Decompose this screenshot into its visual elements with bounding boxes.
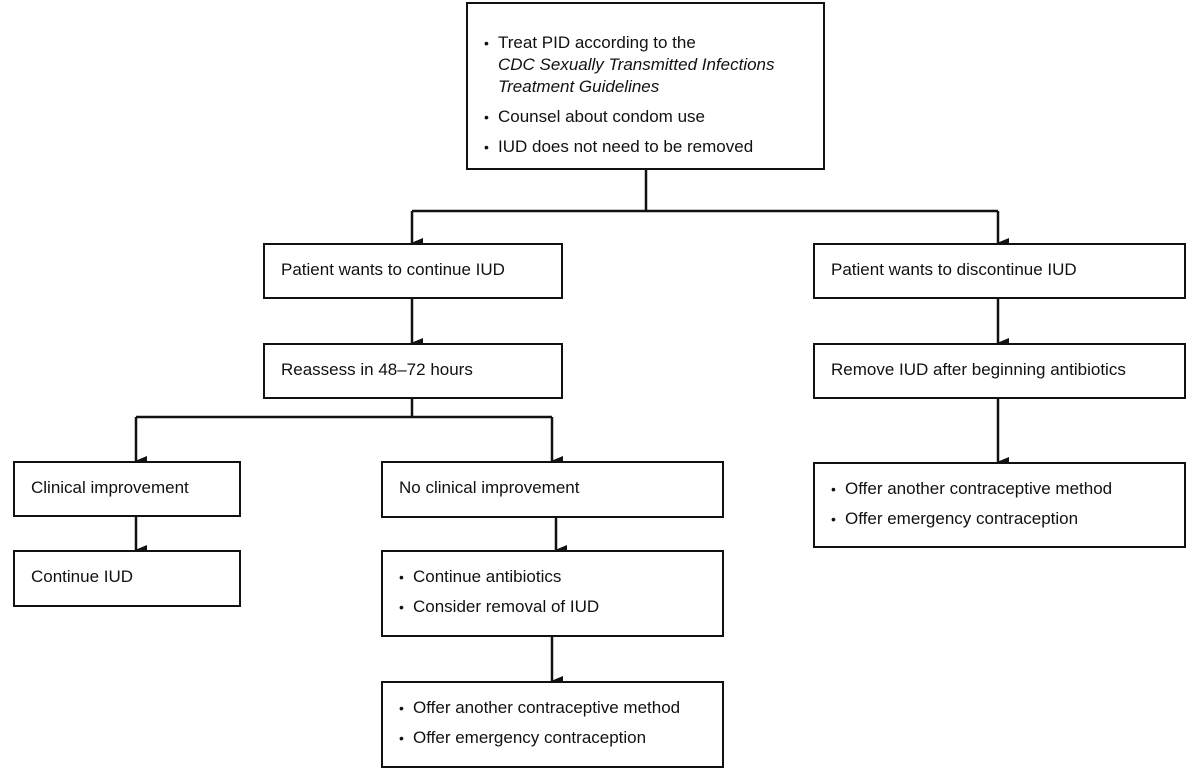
treatment-item-text: IUD does not need to be removed (498, 137, 754, 156)
offer-item-text: Offer emergency contraception (413, 728, 647, 747)
clinical-improvement-label: Clinical improvement (31, 478, 189, 497)
bullet-icon: • (484, 139, 489, 155)
right-offer-list: • Offer another contraceptive method • O… (831, 478, 1112, 538)
treatment-item-text: Counsel about condom use (498, 107, 705, 126)
offer-item: • Offer another contraceptive method (399, 697, 680, 719)
right-offer-box: • Offer another contraceptive method • O… (813, 462, 1186, 548)
remove-iud-label: Remove IUD after beginning antibiotics (831, 360, 1126, 379)
no-improvement-actions-box: • Continue antibiotics • Consider remova… (381, 550, 724, 637)
reassess-box: Reassess in 48–72 hours (263, 343, 563, 399)
bullet-icon: • (484, 109, 489, 125)
discontinue-iud-decision-label: Patient wants to discontinue IUD (831, 260, 1077, 279)
left-offer-box: • Offer another contraceptive method • O… (381, 681, 724, 768)
guidelines-title-line-2: Treatment Guidelines (498, 77, 660, 96)
treatment-item: • Counsel about condom use (484, 106, 775, 128)
no-clinical-improvement-box: No clinical improvement (381, 461, 724, 518)
offer-item: • Offer emergency contraception (399, 727, 680, 749)
no-improvement-actions-list: • Continue antibiotics • Consider remova… (399, 566, 599, 626)
bullet-icon: • (399, 730, 404, 746)
bullet-icon: • (831, 481, 836, 497)
bullet-icon: • (399, 569, 404, 585)
continue-iud-decision-box: Patient wants to continue IUD (263, 243, 563, 299)
offer-item: • Offer another contraceptive method (831, 478, 1112, 500)
bullet-icon: • (399, 599, 404, 615)
offer-item-text: Offer another contraceptive method (413, 698, 681, 717)
offer-item: • Offer emergency contraception (831, 508, 1112, 530)
offer-item-text: Offer emergency contraception (845, 509, 1079, 528)
treatment-item: • Treat PID according to the CDC Sexuall… (484, 32, 775, 98)
remove-iud-box: Remove IUD after beginning antibiotics (813, 343, 1186, 399)
treatment-item-text: Treat PID according to the (498, 33, 696, 52)
action-item: • Continue antibiotics (399, 566, 599, 588)
clinical-improvement-box: Clinical improvement (13, 461, 241, 517)
offer-item-text: Offer another contraceptive method (845, 479, 1113, 498)
bullet-icon: • (484, 35, 489, 51)
bullet-icon: • (399, 700, 404, 716)
treatment-list: • Treat PID according to the CDC Sexuall… (484, 32, 775, 166)
discontinue-iud-decision-box: Patient wants to discontinue IUD (813, 243, 1186, 299)
no-clinical-improvement-label: No clinical improvement (399, 478, 580, 497)
bullet-icon: • (831, 511, 836, 527)
left-offer-list: • Offer another contraceptive method • O… (399, 697, 680, 757)
action-item-text: Consider removal of IUD (413, 597, 600, 616)
action-item-text: Continue antibiotics (413, 567, 562, 586)
action-item: • Consider removal of IUD (399, 596, 599, 618)
continue-iud-box: Continue IUD (13, 550, 241, 607)
treatment-item: • IUD does not need to be removed (484, 136, 775, 158)
treatment-box: • Treat PID according to the CDC Sexuall… (466, 2, 825, 170)
continue-iud-decision-label: Patient wants to continue IUD (281, 260, 505, 279)
reassess-label: Reassess in 48–72 hours (281, 360, 473, 379)
continue-iud-label: Continue IUD (31, 567, 134, 586)
guidelines-title-line-1: CDC Sexually Transmitted Infections (498, 55, 775, 74)
